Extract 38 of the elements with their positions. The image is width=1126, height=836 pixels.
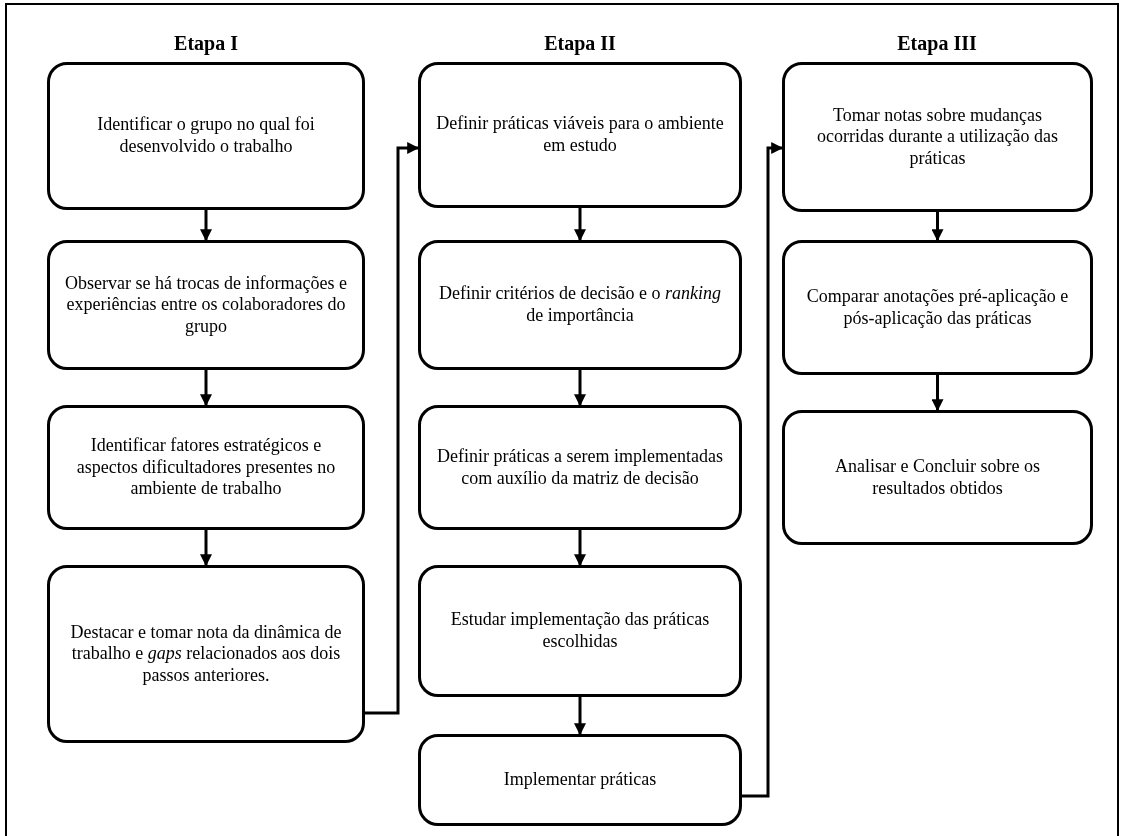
- arrow: [200, 530, 212, 567]
- step-text: Definir práticas a serem implementadas com auxílio da matriz de decisão: [436, 445, 724, 490]
- arrow: [574, 370, 586, 407]
- step-text: Comparar anotações pré-aplicação e pós-aplicação das práticas: [805, 285, 1070, 330]
- step-text: Destacar e tomar nota da dinâmica de trabalho e gaps relacionados aos dois passos anteriores.: [69, 621, 343, 687]
- process-box: [418, 240, 742, 370]
- process-box: [782, 62, 1093, 212]
- step-text: Estudar implementação das práticas escolhidas: [449, 609, 711, 653]
- arrow: [742, 142, 784, 798]
- arrow: [200, 370, 212, 407]
- arrow: [200, 210, 212, 242]
- arrow: [574, 530, 586, 567]
- stage-title: Etapa II: [544, 32, 616, 55]
- arrow: [931, 212, 944, 242]
- process-box: [47, 405, 365, 530]
- arrow: [365, 142, 420, 715]
- stage-title: Etapa I: [174, 32, 238, 55]
- step-text: Identificar fatores estratégicos e aspectos dificultadores presentes no ambiente de trabalho: [75, 435, 337, 500]
- step-text: Tomar notas sobre mudanças ocorridas durante a utilização das práticas: [816, 104, 1059, 170]
- process-box: [418, 565, 742, 697]
- process-box: [418, 62, 742, 208]
- process-box: [418, 405, 742, 530]
- step-text: Definir práticas viáveis para o ambiente em estudo: [435, 113, 725, 157]
- process-box: [47, 240, 365, 370]
- process-box: [782, 240, 1093, 375]
- arrow: [931, 375, 944, 412]
- step-text: Identificar o grupo no qual foi desenvolvido o trabalho: [96, 114, 316, 158]
- stage-title: Etapa III: [897, 32, 977, 55]
- arrow: [574, 697, 586, 736]
- process-box: [418, 734, 742, 826]
- step-text: Implementar práticas: [503, 769, 657, 791]
- step-text: Definir critérios de decisão e o ranking de importância: [438, 283, 722, 327]
- step-text: Analisar e Concluir sobre os resultados obtidos: [834, 455, 1041, 500]
- arrow: [574, 208, 586, 242]
- process-box: [47, 62, 365, 210]
- process-box: [47, 565, 365, 743]
- process-box: [782, 410, 1093, 545]
- step-text: Observar se há trocas de informações e experiências entre os colaboradores do grupo: [64, 272, 348, 338]
